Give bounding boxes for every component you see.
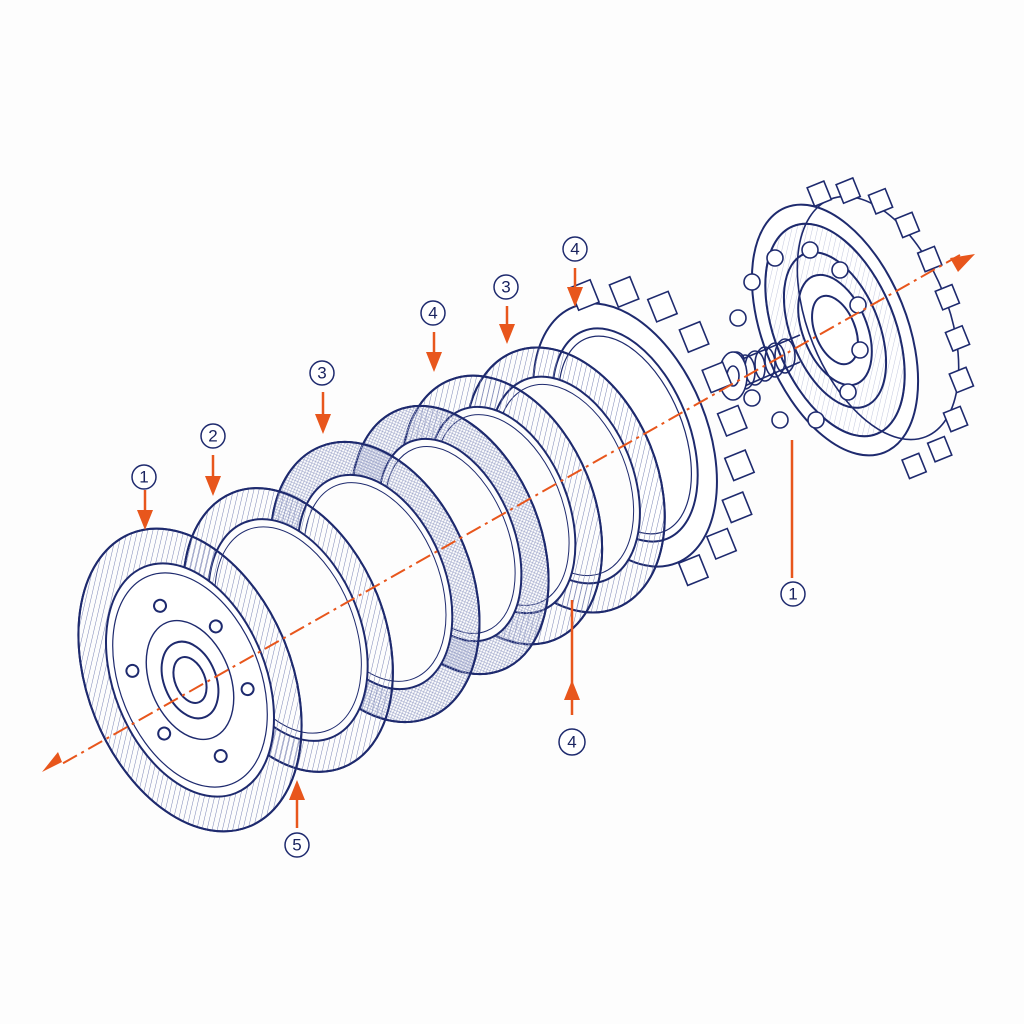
leader-lines: [137, 268, 794, 828]
callout-label: 4: [567, 733, 576, 752]
callout-label: 4: [570, 240, 579, 259]
callout-label: 3: [317, 364, 326, 383]
callout-label: 1: [788, 585, 797, 604]
callout-label: 5: [292, 836, 301, 855]
axis-arrow-left: [42, 752, 62, 772]
callout-3: 3: [309, 360, 335, 386]
callout-2: 2: [200, 423, 226, 449]
callout-label: 2: [208, 427, 217, 446]
clutch-housing-hub: [718, 176, 975, 480]
callout-1-housing: 1: [780, 581, 806, 607]
callout-4-lower: 4: [558, 728, 586, 756]
callout-label: 1: [139, 468, 148, 487]
callout-1-front: 1: [131, 464, 157, 490]
callout-label: 4: [428, 304, 437, 323]
callout-4b: 4: [562, 236, 588, 262]
axis-arrow-right: [950, 254, 975, 272]
callout-5: 5: [284, 832, 310, 858]
callout-4: 4: [420, 300, 446, 326]
callout-3b: 3: [493, 274, 519, 300]
callout-label: 3: [501, 278, 510, 297]
assembly-axis: [42, 254, 975, 772]
